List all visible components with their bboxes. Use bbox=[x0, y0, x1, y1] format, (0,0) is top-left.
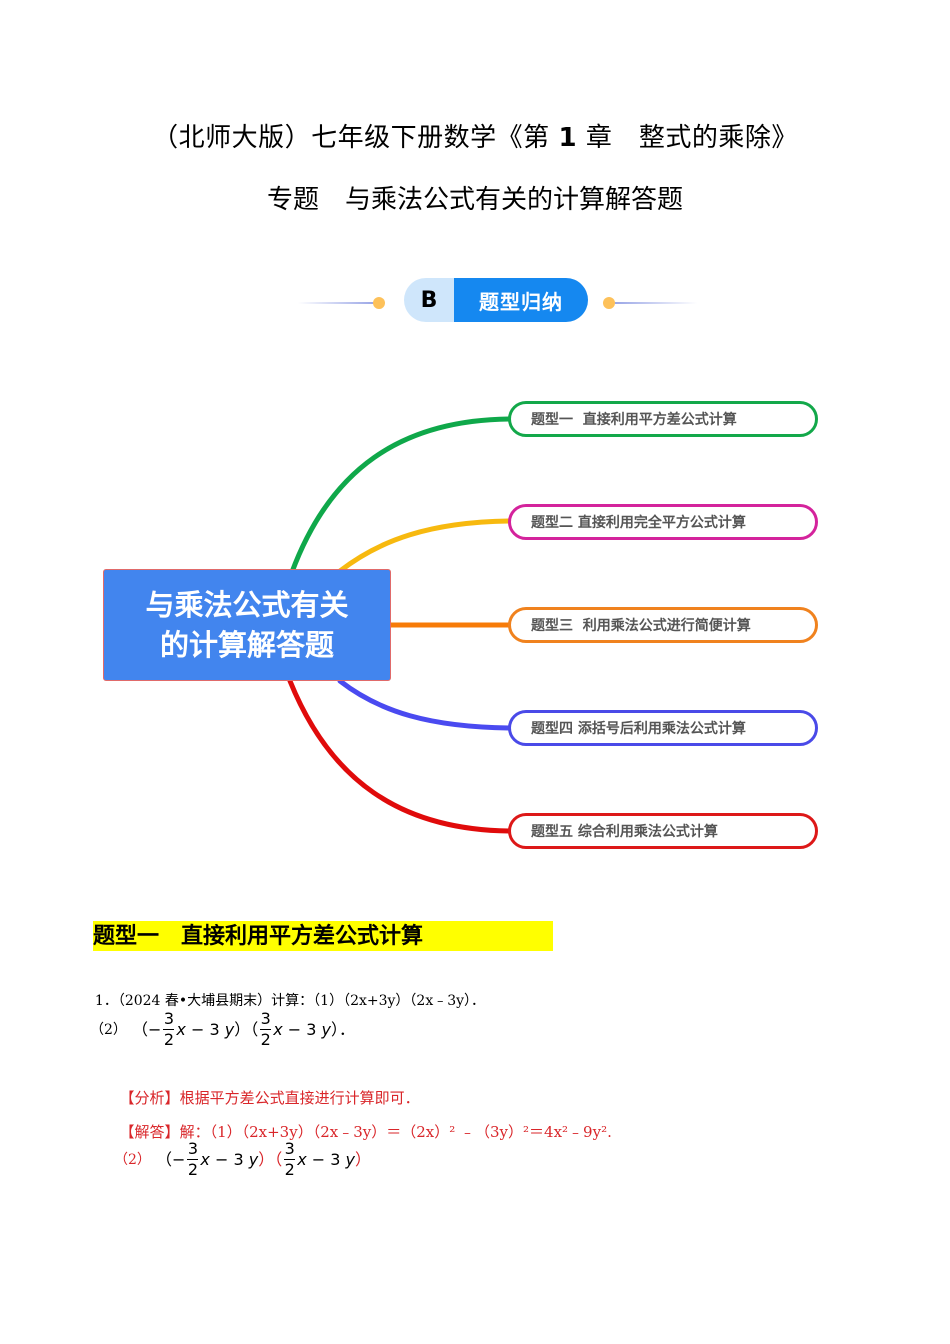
center-line-1: 与乘法公式有关 bbox=[145, 588, 349, 622]
branch-yellow bbox=[337, 518, 513, 574]
frac-bar bbox=[284, 1159, 296, 1160]
branch-blue bbox=[337, 678, 513, 731]
answer-line-1: 【解答】解：（1）（2x+3y）（2x﹣3y）＝（2x）² ﹣（3y）²＝4x²… bbox=[110, 1102, 612, 1142]
left-deco-line bbox=[298, 302, 374, 304]
mindmap-node-4: 题型四 添括号后利用乘法公式计算 bbox=[508, 710, 818, 746]
answer-text: 解：（1）（2x+3y）（2x﹣3y）＝（2x）² ﹣（3y）²＝4x²﹣9y²… bbox=[179, 1123, 612, 1141]
expr-tail: x − 3 y）（ bbox=[200, 1149, 283, 1169]
document-subtitle: 专题 与乘法公式有关的计算解答题 bbox=[0, 180, 950, 220]
paren-open: （− bbox=[126, 1019, 162, 1039]
left-deco-dot bbox=[373, 297, 385, 309]
right-deco-line bbox=[615, 302, 697, 304]
mindmap-node-5: 题型五 综合利用乘法公式计算 bbox=[508, 813, 818, 849]
analysis-line: 【分析】根据平方差公式直接进行计算即可． bbox=[110, 1068, 420, 1108]
mindmap-node-3: 题型三 利用乘法公式进行简便计算 bbox=[508, 607, 818, 643]
answer-part2-label: （2） bbox=[114, 1151, 151, 1168]
part2-label: （2） bbox=[90, 1021, 127, 1038]
node-label: 题型一 直接利用平方差公式计算 bbox=[531, 412, 737, 428]
answer-tag: 【解答】 bbox=[119, 1123, 180, 1141]
mindmap-center-node: 与乘法公式有关 的计算解答题 bbox=[103, 569, 391, 681]
section-heading: 题型一 直接利用平方差公式计算 bbox=[93, 921, 553, 951]
frac-bar bbox=[163, 1029, 175, 1030]
title-prefix: （北师大版）七年级下册数学《第 bbox=[152, 123, 550, 153]
mindmap-node-2: 题型二 直接利用完全平方公式计算 bbox=[508, 504, 818, 540]
frac-bar bbox=[260, 1029, 272, 1030]
node-label: 题型五 综合利用乘法公式计算 bbox=[531, 824, 718, 840]
frac-den: 2 bbox=[260, 1030, 271, 1049]
expr-tail: x − 3 y） bbox=[297, 1149, 372, 1169]
branch-green bbox=[289, 416, 513, 575]
badge-letter: B bbox=[404, 278, 454, 322]
frac-den: 2 bbox=[284, 1160, 295, 1179]
document-title: （北师大版）七年级下册数学《第 1 章 整式的乘除》 bbox=[0, 118, 950, 158]
frac-den: 2 bbox=[187, 1160, 199, 1179]
node-label: 题型四 添括号后利用乘法公式计算 bbox=[531, 721, 746, 737]
analysis-text: 根据平方差公式直接进行计算即可． bbox=[179, 1089, 420, 1107]
node-label: 题型三 利用乘法公式进行简便计算 bbox=[531, 618, 751, 634]
expr-tail: x − 3 y）． bbox=[273, 1019, 356, 1039]
badge-label: 题型归纳 bbox=[454, 278, 588, 322]
chapter-number: 1 bbox=[558, 123, 578, 153]
expr-tail: x − 3 y）（ bbox=[176, 1019, 259, 1039]
mindmap-branches bbox=[287, 416, 513, 834]
center-line-2: 的计算解答题 bbox=[159, 628, 334, 662]
frac-num: 3 bbox=[163, 1009, 175, 1028]
title-suffix: 章 整式的乘除》 bbox=[585, 123, 798, 153]
subtitle-text: 专题 与乘法公式有关的计算解答题 bbox=[266, 185, 683, 215]
question-number: 1． bbox=[94, 993, 118, 1009]
mindmap-node-1: 题型一 直接利用平方差公式计算 bbox=[508, 401, 818, 437]
section-badge: B 题型归纳 bbox=[404, 278, 588, 322]
frac-num: 3 bbox=[260, 1009, 271, 1028]
branch-red bbox=[287, 678, 513, 834]
frac-bar bbox=[187, 1159, 199, 1160]
question-1-stem: 1．（2024 春•大埔县期末）计算：（1）（2x+3y）（2x﹣3y）． bbox=[86, 971, 485, 1011]
question-source: （2024 春•大埔县期末）计算：（1）（2x+3y）（2x﹣3y）． bbox=[117, 993, 486, 1009]
node-label: 题型二 直接利用完全平方公式计算 bbox=[531, 515, 746, 531]
analysis-tag: 【分析】 bbox=[119, 1089, 180, 1107]
frac-den: 2 bbox=[163, 1030, 175, 1049]
frac-num: 3 bbox=[284, 1139, 295, 1158]
paren-open: （− bbox=[150, 1149, 186, 1169]
right-deco-dot bbox=[603, 297, 615, 309]
frac-num: 3 bbox=[187, 1139, 199, 1158]
